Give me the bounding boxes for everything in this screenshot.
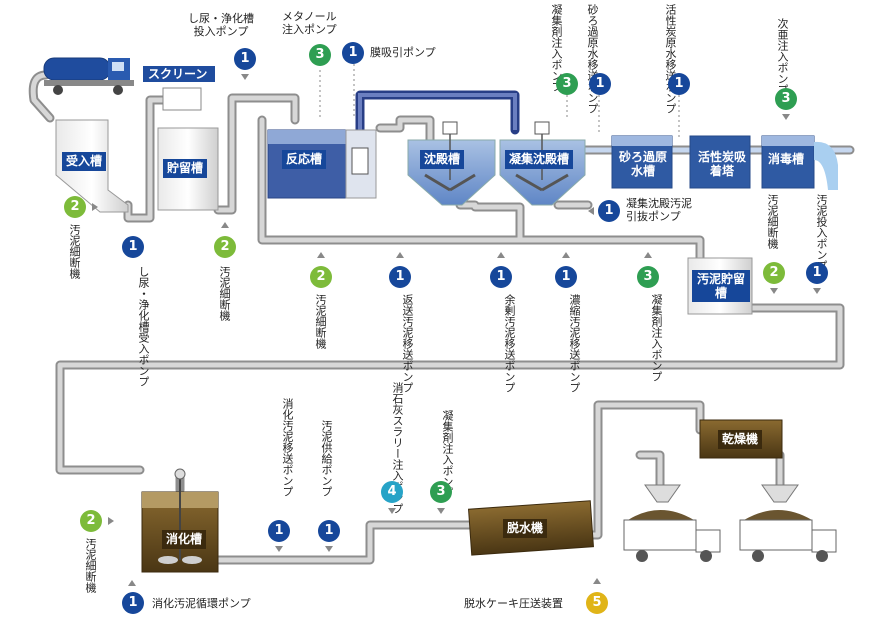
membrane-pipe (358, 93, 517, 132)
sludge-storage-label: 汚泥貯留槽 (692, 270, 750, 302)
methanol-pump-label: メタノール 注入ポンプ (282, 10, 337, 36)
badge-coag-top: 3 (556, 73, 578, 95)
badge-cake-transfer: 5 (586, 592, 608, 614)
carbon-tower-label: 活性炭吸着塔 (697, 150, 746, 178)
screen-label: スクリーン (148, 67, 208, 81)
badge-return-sludge: 1 (389, 266, 411, 288)
badge-receive: 1 (122, 236, 144, 258)
arrow-up-icon (593, 578, 601, 584)
sludge-crusher-3-label: 汚泥細断機 (314, 294, 327, 349)
badge-thick-sludge: 1 (555, 266, 577, 288)
arrow-down-icon (325, 546, 333, 552)
arrow-down-icon (388, 508, 396, 514)
receive-pump-label: し尿・浄化槽受入ポンプ (137, 266, 150, 387)
return-sludge-pump-label: 返送汚泥移送ポンプ (401, 294, 414, 393)
vacuum-truck (43, 57, 134, 95)
badge-methanol: 3 (309, 44, 331, 66)
badge-digest-transfer: 1 (268, 520, 290, 542)
receiving-tank-label: 受入槽 (62, 152, 107, 171)
coag-pump-mid-label: 凝集剤注入ポンプ (650, 294, 663, 382)
arrow-up-icon (317, 252, 325, 258)
cake-transfer-label: 脱水ケーキ圧送装置 (464, 597, 563, 610)
coag-pump-top-label: 凝集剤注入ポンプ (550, 4, 563, 92)
badge-sludge-feed: 1 (318, 520, 340, 542)
digestion-tank-shape (141, 468, 219, 573)
arrow-right-icon (108, 517, 114, 525)
arrow-down-icon (782, 114, 790, 120)
sludge-feed-pump-label: 汚泥供給ポンプ (320, 420, 333, 497)
badge-coag-sludge: 1 (598, 200, 620, 222)
sludge-crusher-1-label: 汚泥細断機 (68, 224, 81, 279)
coag-settling-tank-label: 凝集沈殿槽 (505, 150, 574, 169)
screen-box (143, 66, 215, 82)
sludge-crusher-5-label: 汚泥細断機 (84, 538, 97, 593)
sludge-crusher-4-label: 汚泥細断機 (766, 194, 779, 249)
digest-transfer-pump-label: 消化汚泥移送ポンプ (281, 398, 294, 497)
screen-unit (162, 87, 202, 111)
badge-carbon-transfer: 1 (668, 73, 690, 95)
arrow-up-icon (221, 222, 229, 228)
arrow-right-icon (92, 203, 98, 211)
carbon-transfer-pump-label: 活性炭原水移送ポンプ (664, 4, 677, 114)
arrow-down-icon (437, 508, 445, 514)
membrane-pump-label: 膜吸引ポンプ (370, 46, 436, 59)
badge-membrane: 1 (342, 42, 364, 64)
carbon-tower-shape (689, 135, 751, 189)
sludge-input-pump-label: 汚泥投入ポンプ (815, 194, 828, 271)
badge-sludge-input: 1 (806, 262, 828, 284)
arrow-left-icon (588, 207, 594, 215)
badge-crusher-1: 2 (64, 196, 86, 218)
night-soil-input-pump-label: し尿・浄化槽 投入ポンプ (188, 12, 254, 38)
badge-excess-sludge: 1 (490, 266, 512, 288)
digestion-label: 消化槽 (162, 530, 207, 549)
badge-crusher-5: 2 (80, 510, 102, 532)
settling-tank-label: 沈殿槽 (420, 150, 465, 169)
cake-truck-1 (623, 510, 721, 562)
arrow-down-icon (241, 74, 249, 80)
arrow-up-icon (562, 252, 570, 258)
discharge-outflow (814, 141, 838, 190)
storage-tank-label: 貯留槽 (163, 159, 208, 178)
badge-sand-transfer: 1 (589, 73, 611, 95)
arrow-up-icon (128, 580, 136, 586)
arrow-up-icon (396, 252, 404, 258)
badge-digest-circ: 1 (122, 592, 144, 614)
sand-filter-label: 砂ろ過原水槽 (618, 150, 667, 178)
dotted-guides (319, 64, 680, 140)
hypochlorite-pump-label: 次亜注入ポンプ (776, 18, 789, 95)
dewatering-label: 脱水機 (503, 519, 548, 538)
cake-truck-2 (739, 510, 837, 562)
excess-sludge-pump-label: 余剰汚泥移送ポンプ (503, 294, 516, 393)
badge-crusher-2: 2 (214, 236, 236, 258)
coag-sludge-pump-label: 凝集沈殿汚泥 引抜ポンプ (626, 197, 692, 223)
arrow-down-icon (813, 288, 821, 294)
lime-slurry-pump-label: 消石灰スラリー注入ポンプ (391, 382, 404, 514)
arrow-up-icon (644, 252, 652, 258)
badge-lime-slurry: 4 (381, 481, 403, 503)
hopper-1 (644, 484, 681, 503)
sludge-crusher-2-label: 汚泥細断機 (218, 266, 231, 321)
badge-coag-bottom: 3 (430, 481, 452, 503)
badge-night-soil-input: 1 (234, 48, 256, 70)
badge-coag-mid: 3 (637, 266, 659, 288)
arrow-up-icon (497, 252, 505, 258)
arrow-down-icon (770, 288, 778, 294)
reaction-tank-label: 反応槽 (282, 150, 327, 169)
sand-transfer-pump-label: 砂ろ過原水移送ポンプ (586, 4, 599, 114)
badge-crusher-3: 2 (310, 266, 332, 288)
hopper-2 (761, 484, 799, 503)
coag-pump-bottom-label: 凝集剤注入ポンプ (441, 410, 454, 498)
badge-hypochlorite: 3 (775, 88, 797, 110)
thick-sludge-pump-label: 濃縮汚泥移送ポンプ (568, 294, 581, 393)
digest-circ-pump-label: 消化汚泥循環ポンプ (152, 597, 251, 610)
disinfection-label: 消毒槽 (768, 152, 805, 166)
dryer-label: 乾燥機 (718, 430, 763, 449)
arrow-down-icon (275, 546, 283, 552)
badge-crusher-4: 2 (763, 262, 785, 284)
